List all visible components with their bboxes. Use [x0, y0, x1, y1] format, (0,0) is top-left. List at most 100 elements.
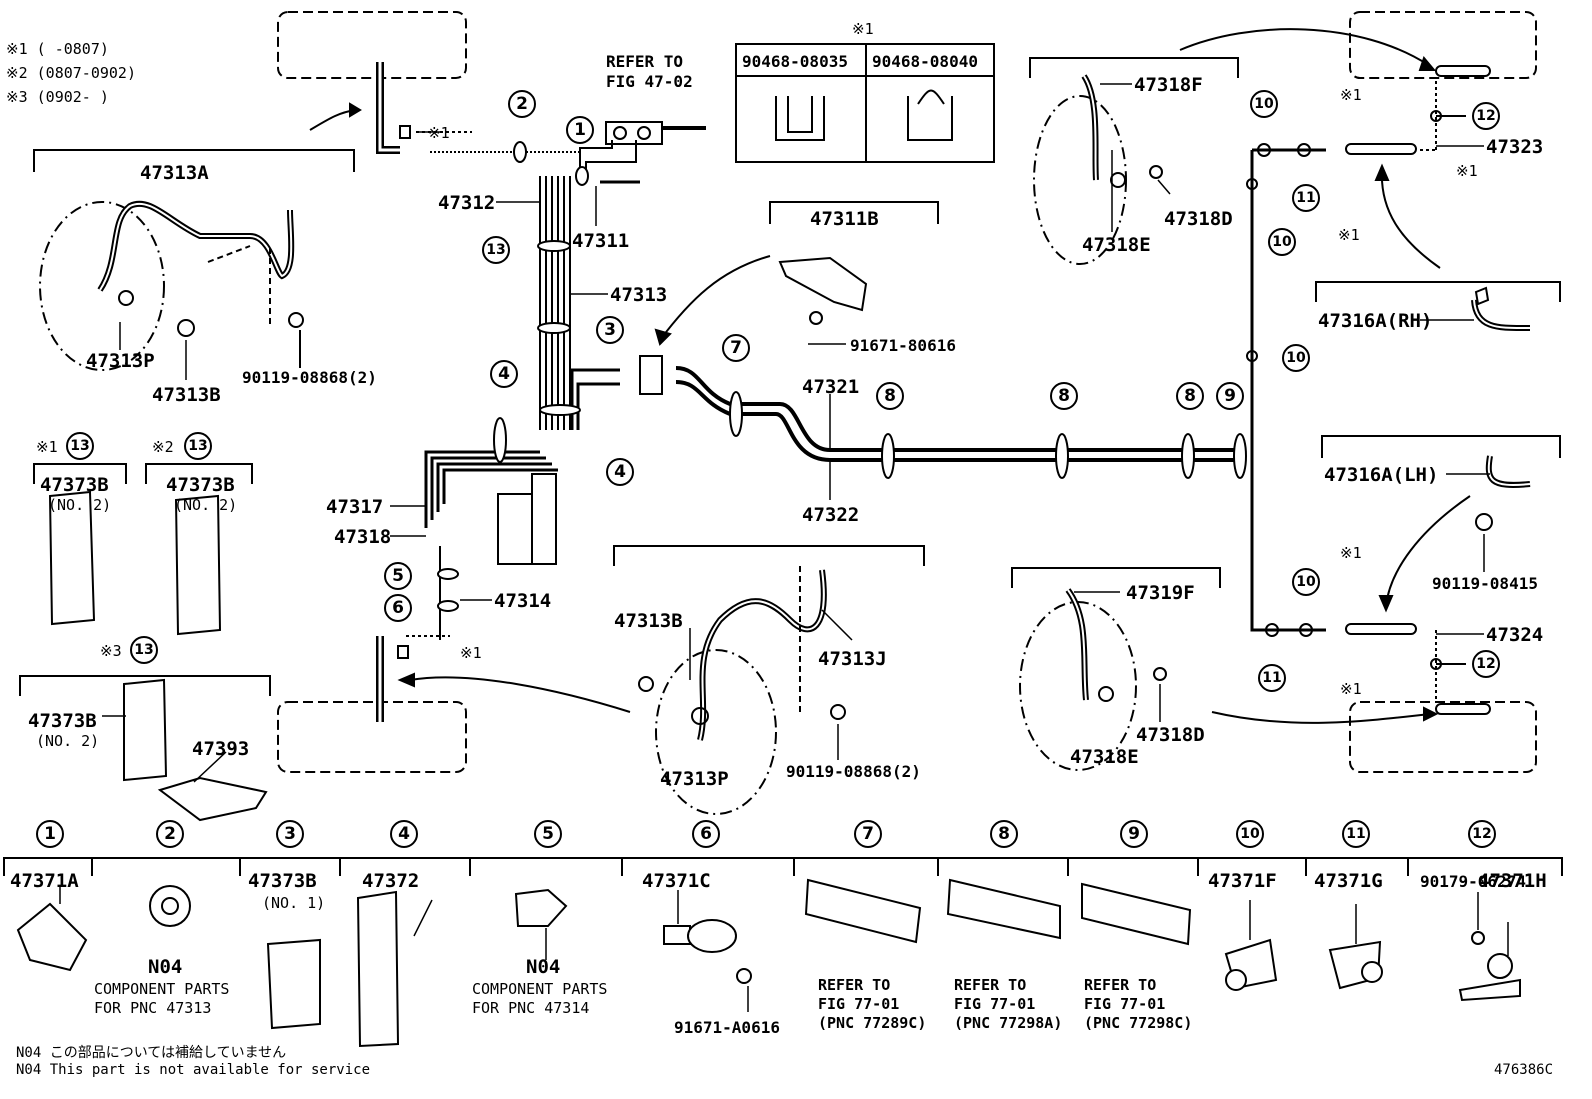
part-47318F[interactable]: 47318F	[1134, 74, 1203, 96]
part-47318E-a[interactable]: 47318E	[1082, 234, 1151, 256]
option2-mark: ※2	[152, 438, 174, 456]
option1-part[interactable]: 47373B	[40, 474, 109, 496]
part-47316A-RH[interactable]: 47316A(RH)	[1318, 310, 1433, 332]
part-47318D-a[interactable]: 47318D	[1164, 208, 1233, 230]
part-90119-08415[interactable]: 90119-08415	[1432, 574, 1538, 593]
bottom-callout-7[interactable]: 7	[854, 820, 882, 848]
bottom-sub-6[interactable]: 91671-A0616	[674, 1018, 780, 1037]
part-91671-80616[interactable]: 91671-80616	[850, 336, 956, 355]
bottom-part-4[interactable]: 47372	[362, 870, 420, 892]
part-90119-08868-a[interactable]: 90119-08868(2)	[242, 368, 377, 387]
callout-8c[interactable]: 8	[1176, 382, 1204, 410]
part-47321[interactable]: 47321	[802, 376, 860, 398]
part-47319F[interactable]: 47319F	[1126, 582, 1195, 604]
bottom-callout-1[interactable]: 1	[36, 820, 64, 848]
clip-mark-top: ※1	[428, 124, 450, 142]
refer-fig-line1[interactable]: REFER TO	[606, 52, 684, 71]
bottom-callout-8[interactable]: 8	[990, 820, 1018, 848]
option3-mark: ※3	[100, 642, 122, 660]
part-47313P-b[interactable]: 47313P	[660, 768, 729, 790]
bottom-callout-5[interactable]: 5	[534, 820, 562, 848]
callout-8a[interactable]: 8	[876, 382, 904, 410]
bottom-callout-11[interactable]: 11	[1342, 820, 1370, 848]
callout-10d[interactable]: 10	[1292, 568, 1320, 596]
part-47318D-b[interactable]: 47318D	[1136, 724, 1205, 746]
callout-6[interactable]: 6	[384, 594, 412, 622]
bottom-callout-3[interactable]: 3	[276, 820, 304, 848]
bottom-part-10[interactable]: 47371F	[1208, 870, 1277, 892]
part-47314[interactable]: 47314	[494, 590, 552, 612]
callout-4b[interactable]: 4	[606, 458, 634, 486]
part-47393[interactable]: 47393	[192, 738, 250, 760]
callout-4a[interactable]: 4	[490, 360, 518, 388]
clip-mark-r4: ※1	[1340, 544, 1362, 562]
bottom-part-12[interactable]: 47371H	[1478, 870, 1547, 892]
clip-mark-bottom: ※1	[460, 644, 482, 662]
option1-callout[interactable]: 13	[66, 432, 94, 460]
part-47322[interactable]: 47322	[802, 504, 860, 526]
option2-part[interactable]: 47373B	[166, 474, 235, 496]
bottom-note-2: COMPONENT PARTS FOR PNC 47313	[94, 980, 230, 1017]
bottom-note-9: REFER TO FIG 77-01 (PNC 77298C)	[1084, 976, 1193, 1032]
footer-jp: N04 この部品については補給していません	[16, 1045, 287, 1061]
bottom-callout-6[interactable]: 6	[692, 820, 720, 848]
bottom-part-3[interactable]: 47373B	[248, 870, 317, 892]
part-47313P-a[interactable]: 47313P	[86, 350, 155, 372]
part-47316A-LH[interactable]: 47316A(LH)	[1324, 464, 1439, 486]
part-47324[interactable]: 47324	[1486, 624, 1544, 646]
option1-mark: ※1	[36, 438, 58, 456]
callout-13[interactable]: 13	[482, 236, 510, 264]
option3-callout[interactable]: 13	[130, 636, 158, 664]
callout-12b[interactable]: 12	[1472, 650, 1500, 678]
bottom-callout-10[interactable]: 10	[1236, 820, 1264, 848]
callout-5[interactable]: 5	[384, 562, 412, 590]
callout-10c[interactable]: 10	[1282, 344, 1310, 372]
bottom-sub-2: N04	[148, 956, 183, 978]
option1-sub: (NO. 2)	[48, 496, 112, 514]
part-47313[interactable]: 47313	[610, 284, 668, 306]
callout-11a[interactable]: 11	[1292, 184, 1320, 212]
callout-3[interactable]: 3	[596, 316, 624, 344]
part-47311[interactable]: 47311	[572, 230, 630, 252]
refer-fig-line2[interactable]: FIG 47-02	[606, 72, 693, 91]
bottom-note-7: REFER TO FIG 77-01 (PNC 77289C)	[818, 976, 927, 1032]
callout-2[interactable]: 2	[508, 90, 536, 118]
bottom-callout-4[interactable]: 4	[390, 820, 418, 848]
part-47313B-a[interactable]: 47313B	[152, 384, 221, 406]
bottom-note-5: COMPONENT PARTS FOR PNC 47314	[472, 980, 608, 1017]
callout-7[interactable]: 7	[722, 334, 750, 362]
part-47311B[interactable]: 47311B	[810, 208, 879, 230]
part-47313J[interactable]: 47313J	[818, 648, 887, 670]
clip-table-col1[interactable]: 90468-08035	[742, 52, 848, 71]
legend-note-3: ※3 (0902- )	[6, 88, 109, 106]
callout-1[interactable]: 1	[566, 116, 594, 144]
part-47313B-b[interactable]: 47313B	[614, 610, 683, 632]
option3-part[interactable]: 47373B	[28, 710, 97, 732]
part-47318[interactable]: 47318	[334, 526, 392, 548]
callout-12a[interactable]: 12	[1472, 102, 1500, 130]
bottom-callout-2[interactable]: 2	[156, 820, 184, 848]
callout-10b[interactable]: 10	[1268, 228, 1296, 256]
bottom-note-8: REFER TO FIG 77-01 (PNC 77298A)	[954, 976, 1063, 1032]
part-47313A[interactable]: 47313A	[140, 162, 209, 184]
part-47323[interactable]: 47323	[1486, 136, 1544, 158]
bottom-sub-12[interactable]: 90179-06274	[1420, 872, 1526, 891]
callout-11b[interactable]: 11	[1258, 664, 1286, 692]
part-90119-08868-b[interactable]: 90119-08868(2)	[786, 762, 921, 781]
bottom-part-1[interactable]: 47371A	[10, 870, 79, 892]
bottom-callout-12[interactable]: 12	[1468, 820, 1496, 848]
part-47312[interactable]: 47312	[438, 192, 496, 214]
bottom-part-6[interactable]: 47371C	[642, 870, 711, 892]
part-47317[interactable]: 47317	[326, 496, 384, 518]
clip-table-col2[interactable]: 90468-08040	[872, 52, 978, 71]
bottom-callout-9[interactable]: 9	[1120, 820, 1148, 848]
callout-9[interactable]: 9	[1216, 382, 1244, 410]
part-47318E-b[interactable]: 47318E	[1070, 746, 1139, 768]
callout-10a[interactable]: 10	[1250, 90, 1278, 118]
callout-8b[interactable]: 8	[1050, 382, 1078, 410]
option2-callout[interactable]: 13	[184, 432, 212, 460]
bottom-part-11[interactable]: 47371G	[1314, 870, 1383, 892]
option2-sub: (NO. 2)	[174, 496, 238, 514]
